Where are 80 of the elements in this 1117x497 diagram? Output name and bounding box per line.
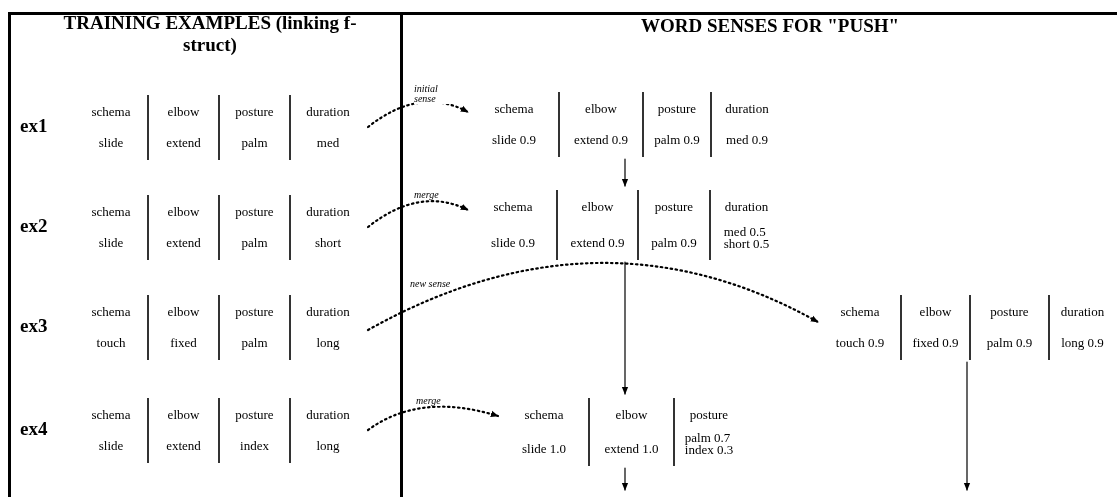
- attribute-value: med 0.5: [723, 226, 766, 238]
- example-label: ex2: [20, 215, 48, 237]
- attribute-name: duration: [306, 105, 350, 119]
- arrow: [621, 467, 629, 491]
- attribute-value: slide 0.9: [491, 133, 537, 147]
- attribute-name: posture: [990, 305, 1029, 319]
- attribute-value: palm 0.9: [654, 133, 700, 147]
- attribute-value: slide: [98, 236, 124, 250]
- attribute-value: slide 1.0: [521, 442, 567, 456]
- attribute-name: duration: [306, 205, 350, 219]
- attribute-name: posture: [654, 200, 694, 214]
- attribute-name: posture: [657, 102, 697, 116]
- attribute-name: schema: [91, 205, 131, 219]
- arrow: [621, 158, 629, 187]
- attribute-name: posture: [689, 408, 729, 422]
- attribute-value: slide: [98, 439, 124, 453]
- attribute-value: long: [316, 439, 340, 453]
- attribute-name: duration: [306, 408, 350, 422]
- edge-label: merge: [416, 396, 441, 406]
- attribute-value: palm 0.7: [684, 432, 731, 444]
- attribute-value: palm: [241, 236, 268, 250]
- attribute-value: fixed 0.9: [912, 336, 959, 350]
- attribute-value: slide 0.9: [490, 236, 536, 250]
- attribute-name: elbow: [615, 408, 648, 422]
- attribute-value: long: [316, 336, 340, 350]
- attribute-value: med: [316, 136, 340, 150]
- edge-label: new sense: [410, 279, 451, 289]
- attribute-name: elbow: [167, 408, 200, 422]
- attribute-name: posture: [235, 305, 274, 319]
- section-heading: WORD SENSES FOR "PUSH": [639, 14, 901, 38]
- attribute-value: palm: [241, 336, 268, 350]
- attribute-name: schema: [524, 408, 564, 422]
- attribute-name: posture: [235, 408, 274, 422]
- attribute-name: posture: [235, 205, 274, 219]
- dotted-arrow: [366, 405, 500, 432]
- attribute-name: duration: [725, 102, 769, 116]
- attribute-name: schema: [91, 105, 131, 119]
- attribute-name: elbow: [919, 305, 952, 319]
- attribute-name: duration: [306, 305, 350, 319]
- dotted-arrow: [366, 200, 470, 229]
- attribute-name: schema: [840, 305, 880, 319]
- attribute-value: extend: [166, 439, 201, 453]
- attribute-value: palm: [241, 136, 268, 150]
- attribute-name: schema: [91, 408, 131, 422]
- example-label: ex4: [20, 418, 48, 440]
- edge-label: merge: [414, 190, 439, 200]
- section-heading: TRAINING EXAMPLES (linking f-struct): [62, 12, 358, 56]
- attribute-name: elbow: [167, 205, 200, 219]
- attribute-value: slide: [98, 136, 124, 150]
- attribute-name: duration: [1060, 305, 1105, 319]
- attribute-value: palm 0.9: [986, 336, 1033, 350]
- example-label: ex1: [20, 115, 48, 137]
- arrow: [621, 261, 629, 395]
- attribute-name: duration: [724, 200, 769, 214]
- attribute-value: extend 1.0: [604, 442, 659, 456]
- attribute-name: schema: [494, 102, 534, 116]
- attribute-value: index: [240, 439, 269, 453]
- attribute-value: extend 0.9: [570, 236, 625, 250]
- attribute-value: short 0.5: [723, 238, 770, 250]
- attribute-value: med 0.9: [726, 133, 768, 147]
- attribute-name: elbow: [581, 200, 614, 214]
- attribute-value: touch 0.9: [835, 336, 885, 350]
- attribute-name: posture: [235, 105, 274, 119]
- dotted-arrow: [366, 261, 820, 332]
- attribute-name: elbow: [585, 102, 617, 116]
- attribute-name: schema: [91, 305, 131, 319]
- attribute-value: extend: [166, 136, 201, 150]
- attribute-value: long 0.9: [1061, 336, 1104, 350]
- attribute-value: extend: [166, 236, 201, 250]
- attribute-name: elbow: [167, 105, 200, 119]
- attribute-value: fixed: [170, 336, 197, 350]
- attribute-name: elbow: [167, 305, 200, 319]
- attribute-value: short: [315, 236, 341, 250]
- attribute-value: palm 0.9: [651, 236, 697, 250]
- attribute-value: touch: [96, 336, 126, 350]
- attribute-value: extend 0.9: [573, 133, 629, 147]
- example-label: ex3: [20, 315, 48, 337]
- attribute-name: schema: [493, 200, 533, 214]
- arrow: [963, 361, 971, 491]
- attribute-value: index 0.3: [684, 444, 734, 456]
